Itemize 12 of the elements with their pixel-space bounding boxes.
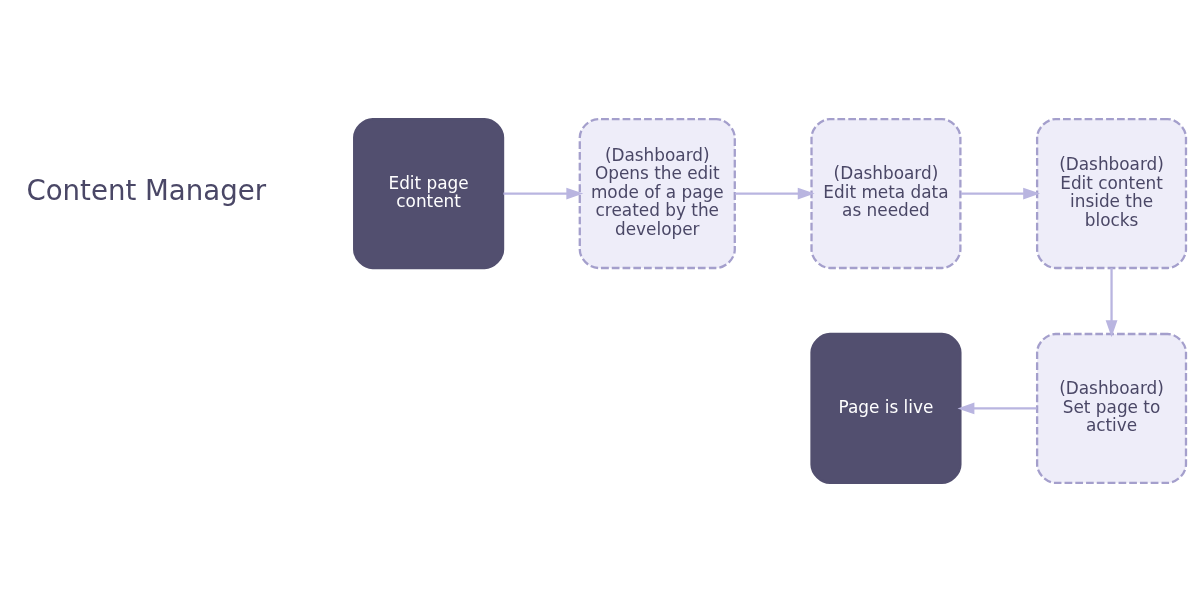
node-box: (Dashboard) Edit meta data as needed xyxy=(810,117,962,269)
node-box: (Dashboard) Edit content inside the blocks xyxy=(1035,117,1188,269)
label: Content Manager xyxy=(26,173,267,207)
arrow xyxy=(960,187,1041,199)
arrow xyxy=(503,187,584,199)
node-box: (Dashboard) Opens the edit mode of a page created by the developer xyxy=(578,117,736,269)
node-box: Page is live xyxy=(810,332,962,484)
arrow xyxy=(735,187,815,199)
node-box: Edit page content xyxy=(353,117,505,269)
arrow xyxy=(957,402,1037,414)
node-box: (Dashboard) Set page to active xyxy=(1035,332,1188,484)
arrow xyxy=(1105,267,1118,337)
